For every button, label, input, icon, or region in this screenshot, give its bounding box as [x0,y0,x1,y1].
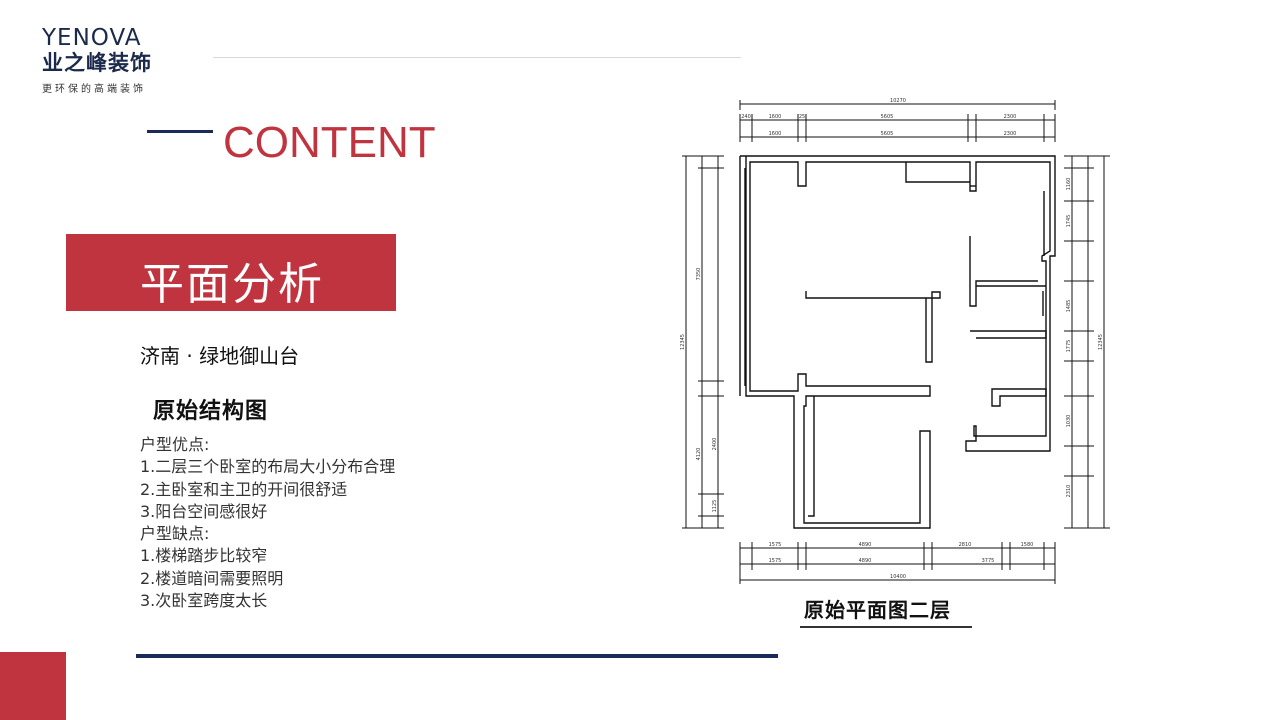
dim-label: 2310 [1066,485,1072,498]
layout-notes: 户型优点: 1.二层三个卧室的布局大小分布合理 2.主卧室和主卫的开间很舒适 3… [140,434,395,612]
notes-item: 1.二层三个卧室的布局大小分布合理 [140,457,396,477]
dim-label: 1580 [1021,542,1034,548]
floor-plan-caption: 原始平面图二层 [804,598,951,622]
project-name: 济南 · 绿地御山台 [140,344,300,368]
dim-label: 2300 [1004,114,1017,120]
dim-label: 4890 [859,542,872,548]
company-logo: YENOVA 业之峰装饰 更环保的高端装饰 [42,26,202,95]
dim-label: 2810 [959,542,972,548]
logo-slogan: 更环保的高端装饰 [42,84,146,95]
footer-bar [136,654,778,658]
dim-label: 4120 [696,448,702,461]
corner-accent-block [0,652,66,720]
section-banner: 平面分析 [66,234,396,311]
dim-label: 12345 [1098,334,1104,350]
dim-label: 1575 [769,558,782,564]
notes-item: 2.楼道暗间需要照明 [140,568,284,588]
dim-label: 240 [741,114,751,120]
dim-label: 4890 [859,558,872,564]
notes-item: 2.主卧室和主卫的开间很舒适 [140,479,348,499]
dim-label: 2400 [712,438,718,451]
dim-label: 1775 [1066,340,1072,353]
notes-pros-heading: 户型优点: [140,435,210,454]
dim-label: 1600 [769,114,782,120]
floor-plan-drawing: 10270 5605 5605 2300 2300 1600 1600 240 25 1575 15… [680,98,1110,584]
dim-label: 1485 [1066,300,1072,313]
dim-label: 1745 [1066,215,1072,228]
dim-label: 1575 [769,542,782,548]
dim-label: 5605 [881,131,894,137]
notes-item: 3.次卧室跨度太长 [140,591,268,611]
dim-label: 1030 [1066,415,1072,428]
dim-label: 1160 [1066,178,1072,191]
logo-brand-en: YENOVA [42,25,142,51]
dim-label: 5605 [881,114,894,120]
dim-label: 3775 [982,558,995,564]
notes-item: 1.楼梯踏步比较窄 [140,546,268,566]
dim-label: 12345 [680,334,686,350]
structure-heading: 原始结构图 [153,398,269,424]
section-banner-label: 平面分析 [140,259,324,310]
dim-label: 25 [799,114,805,120]
dim-label: 1600 [769,131,782,137]
notes-item: 3.阳台空间感很好 [140,501,268,521]
page-title: CONTENT [223,118,436,167]
caption-underline [800,626,972,628]
title-accent-bar [147,130,213,133]
header-divider [213,57,741,58]
dim-label: 1125 [712,500,718,513]
dim-label: 2300 [1004,131,1017,137]
notes-cons-heading: 户型缺点: [140,524,210,544]
dim-label: 10400 [890,574,906,580]
dim-label: 7350 [696,268,702,281]
dim-label: 10270 [890,98,906,104]
logo-brand-cn: 业之峰装饰 [42,51,152,75]
